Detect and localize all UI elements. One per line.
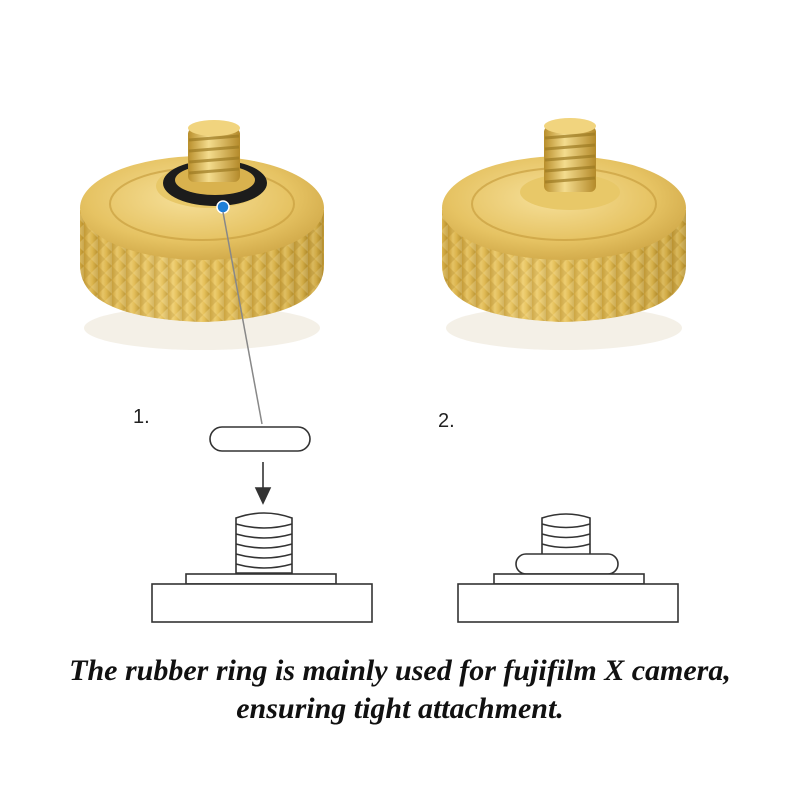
rubber-ring-outline: [209, 426, 311, 452]
ring-pointer-line: [222, 211, 263, 425]
camera-body: [151, 583, 373, 623]
down-arrow-icon: [254, 487, 272, 505]
camera-button-base-2: [493, 573, 645, 585]
caption-text: The rubber ring is mainly used for fujif…: [0, 652, 800, 728]
step-1-label: 1.: [133, 406, 150, 428]
step-2-label: 2.: [438, 410, 455, 432]
shutter-button-plain: [442, 118, 686, 350]
step-1-diagram: [151, 426, 373, 623]
rubber-ring-installed: [515, 553, 619, 575]
screw-outline: [235, 512, 293, 574]
screw-outline-2: [541, 513, 591, 557]
caption-line-1: The rubber ring is mainly used for fujif…: [69, 654, 731, 687]
step-2-diagram: [457, 513, 679, 623]
shutter-button-with-ring: [80, 120, 324, 350]
camera-body-2: [457, 583, 679, 623]
camera-button-base: [185, 573, 337, 585]
caption-line-2: ensuring tight attachment.: [236, 692, 564, 725]
ring-pointer-dot-icon: [216, 200, 230, 214]
